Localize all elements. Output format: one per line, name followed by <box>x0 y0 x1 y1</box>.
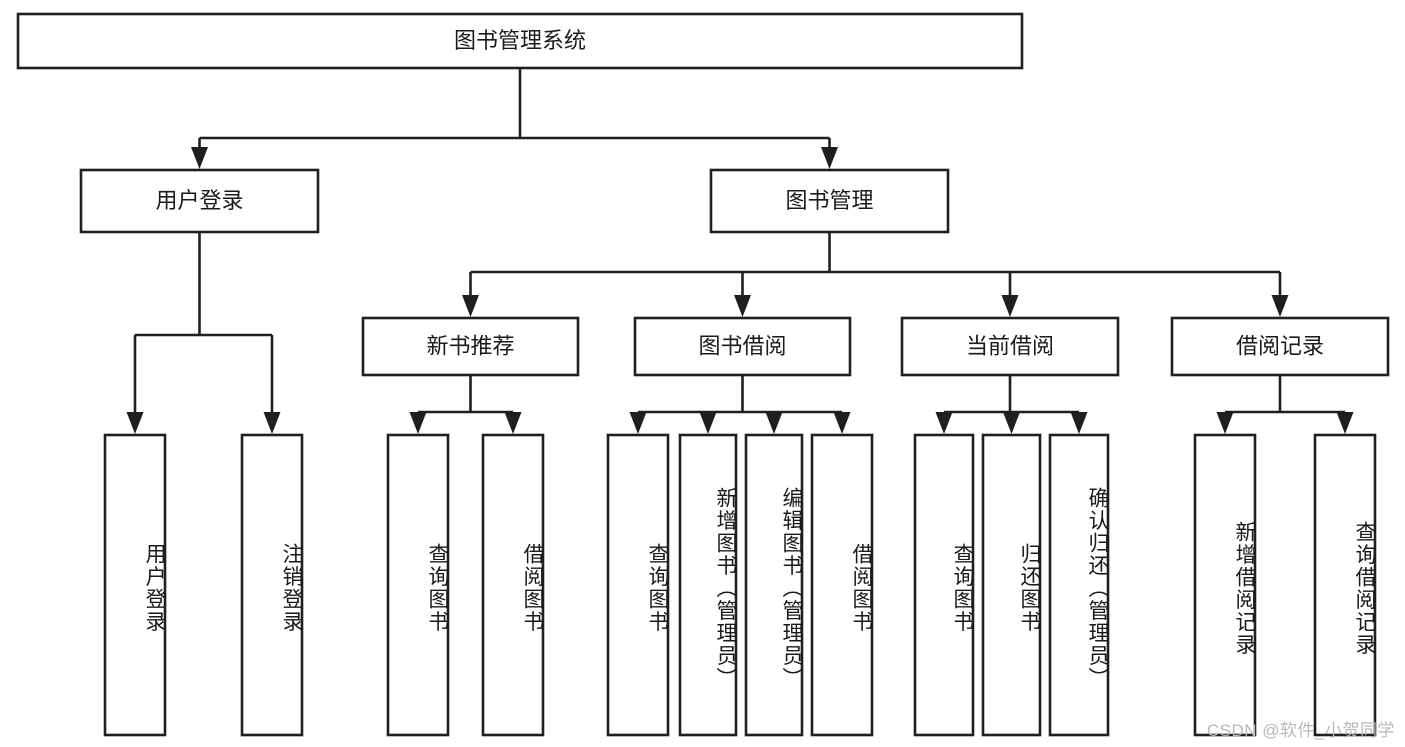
node-level3-3[interactable] <box>900 316 1120 377</box>
node-leaf-6[interactable] <box>678 433 738 737</box>
node-leaf-2[interactable] <box>240 433 304 737</box>
node-level3-label-3: 当前借阅 <box>966 333 1054 358</box>
node-level3-1[interactable] <box>361 316 580 377</box>
node-level2-2[interactable] <box>709 168 950 234</box>
node-level2-1[interactable] <box>79 168 320 234</box>
node-level3-4[interactable] <box>1170 316 1390 377</box>
node-leaf-11[interactable] <box>1048 433 1110 737</box>
node-level2-label-1: 用户登录 <box>155 188 243 213</box>
node-level3-label-4: 借阅记录 <box>1236 333 1324 358</box>
node-leaf-13[interactable] <box>1313 433 1377 737</box>
node-leaf-10[interactable] <box>981 433 1042 737</box>
node-level3-2[interactable] <box>633 316 852 377</box>
node-leaf-3[interactable] <box>386 433 450 737</box>
node-leaf-4[interactable] <box>481 433 545 737</box>
node-leaf-5[interactable] <box>606 433 670 737</box>
node-leaf-9[interactable] <box>913 433 975 737</box>
node-root[interactable] <box>16 12 1024 70</box>
node-leaf-7[interactable] <box>744 433 804 737</box>
connector-layer <box>126 68 1354 434</box>
node-root-label: 图书管理系统 <box>454 28 586 53</box>
node-leaf-12[interactable] <box>1193 433 1257 737</box>
node-leaf-8[interactable] <box>810 433 874 737</box>
node-leaf-1[interactable] <box>103 433 167 737</box>
node-level3-label-1: 新书推荐 <box>426 333 514 358</box>
node-level3-label-2: 图书借阅 <box>698 333 786 358</box>
node-level2-label-2: 图书管理 <box>785 188 873 213</box>
box-layer <box>16 12 1390 737</box>
csdn-watermark: CSDN @软件_小贺同学 <box>1206 721 1395 740</box>
